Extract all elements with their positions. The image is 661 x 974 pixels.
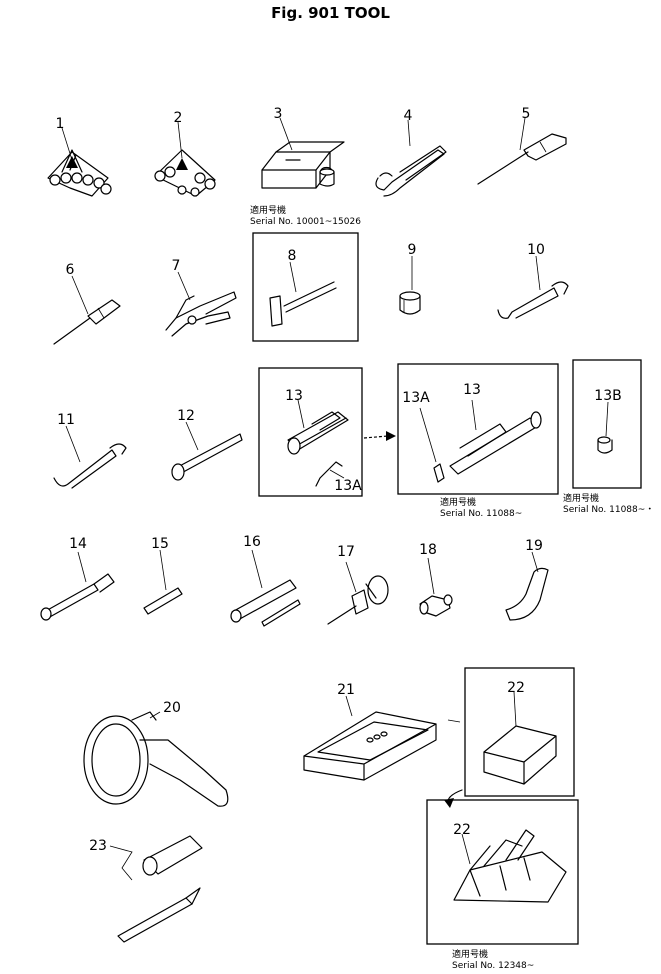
box-item-22-bag — [426, 799, 579, 945]
screwdriver-5 — [477, 133, 567, 185]
callout-10: 10 — [527, 242, 545, 258]
callout-18: 18 — [419, 542, 437, 558]
note-13-jp: 適用号機 — [440, 498, 477, 508]
callout-12: 12 — [177, 408, 195, 424]
callout-13a-variant: 13A — [402, 390, 430, 406]
bar-12 — [171, 433, 243, 481]
note-13b-serial: Serial No. 11088~・ — [563, 505, 655, 515]
callout-13-variant: 13 — [463, 382, 481, 398]
callout-8: 8 — [287, 248, 297, 264]
callout-7: 7 — [171, 258, 181, 274]
callout-1: 1 — [55, 116, 65, 132]
case-22 — [483, 725, 557, 785]
callout-9: 9 — [407, 242, 417, 258]
callout-6: 6 — [65, 262, 75, 278]
screwdriver-23 — [117, 835, 203, 943]
note-13b-jp: 適用号機 — [563, 494, 600, 504]
socket-tool-17 — [327, 575, 389, 625]
callout-21: 21 — [337, 682, 355, 698]
screwdriver-6 — [53, 299, 121, 345]
nipple-18 — [419, 594, 453, 617]
extension-14 — [40, 573, 115, 621]
wrench-set-1 — [47, 149, 112, 197]
applicability-note-13: 適用号機 Serial No. 11088~ — [440, 498, 522, 520]
filter-wrench-20 — [83, 711, 229, 807]
adjustable-wrench-4 — [375, 145, 447, 197]
bars-16 — [230, 579, 301, 627]
figure-title: Fig. 901 TOOL — [271, 4, 390, 22]
callout-13a: 13A — [334, 478, 362, 494]
callout-23: 23 — [89, 838, 107, 854]
box-item-22-case — [464, 667, 575, 797]
callout-22-bag: 22 — [453, 822, 471, 838]
callout-13b: 13B — [594, 388, 622, 404]
pliers-7 — [165, 291, 237, 337]
spanner-11 — [53, 443, 127, 489]
pin-15 — [143, 587, 183, 615]
callout-11: 11 — [57, 412, 75, 428]
box-item-13b — [572, 359, 642, 489]
callout-15: 15 — [151, 536, 169, 552]
wrench-set-2 — [154, 149, 216, 197]
callout-17: 17 — [337, 544, 355, 560]
note-3-serial: Serial No. 10001~15026 — [250, 217, 361, 227]
hammer-8 — [269, 281, 337, 327]
socket-9 — [399, 291, 421, 315]
callout-13: 13 — [285, 388, 303, 404]
applicability-note-22: 適用号機 Serial No. 12348~ — [452, 950, 534, 972]
callout-22-case: 22 — [507, 680, 525, 696]
tool-bag-22 — [453, 829, 567, 903]
callout-20: 20 — [163, 700, 181, 716]
adapter-13b — [597, 436, 613, 454]
grease-gun-13 — [287, 411, 349, 487]
grease-gun-13-variant — [433, 411, 542, 483]
callout-19: 19 — [525, 538, 543, 554]
box-item-13-variant — [397, 363, 559, 495]
callout-2: 2 — [173, 110, 183, 126]
note-22-jp: 適用号機 — [452, 950, 489, 960]
box-item-8 — [252, 232, 359, 342]
tool-box-3 — [261, 141, 345, 189]
applicability-note-13b: 適用号機 Serial No. 11088~・ — [563, 494, 654, 516]
spanner-10 — [497, 281, 569, 319]
callout-5: 5 — [521, 106, 531, 122]
hook-19 — [505, 567, 549, 621]
callout-14: 14 — [69, 536, 87, 552]
callout-3: 3 — [273, 106, 283, 122]
callout-16: 16 — [243, 534, 261, 550]
callout-4: 4 — [403, 108, 413, 124]
box-item-13 — [258, 367, 363, 497]
tool-box-21 — [303, 711, 437, 781]
note-3-jp: 適用号機 — [250, 206, 287, 216]
note-22-serial: Serial No. 12348~ — [452, 961, 535, 971]
note-13-serial: Serial No. 11088~ — [440, 509, 523, 519]
applicability-note-3: 適用号機 Serial No. 10001~15026 — [250, 206, 361, 228]
